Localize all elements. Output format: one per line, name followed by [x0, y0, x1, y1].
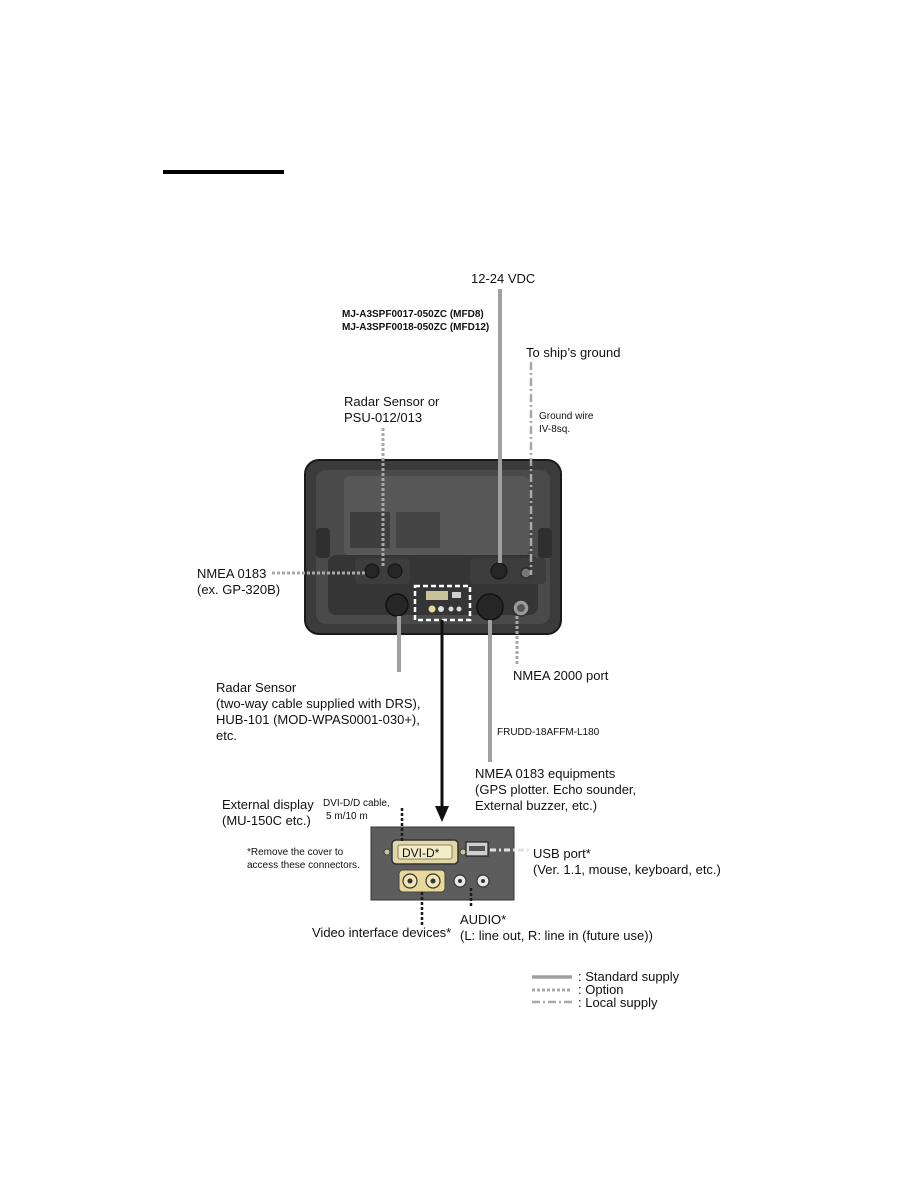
- label-dvi-cable-2: 5 m/10 m: [326, 811, 368, 822]
- label-nmea-equip-3: External buzzer, etc.): [475, 798, 598, 813]
- label-cover-note-2: access these connectors.: [247, 860, 360, 871]
- power-connector: [490, 562, 508, 580]
- detail-arrow-head: [435, 806, 449, 822]
- label-dvi-port: DVI-D*: [402, 846, 440, 860]
- nmea0183-connector-2: [387, 563, 403, 579]
- label-usb-1: USB port*: [533, 846, 591, 861]
- label-power-cable-2: MJ-A3SPF0018-050ZC (MFD12): [342, 322, 490, 333]
- label-nmea2000: NMEA 2000 port: [513, 668, 609, 683]
- label-ground-wire-2: IV-8sq.: [539, 424, 571, 435]
- label-audio-2: (L: line out, R: line in (future use)): [460, 928, 653, 943]
- label-nmea-equip-2: (GPS plotter. Echo sounder,: [475, 782, 637, 797]
- label-video: Video interface devices*: [312, 925, 452, 940]
- label-audio-1: AUDIO*: [460, 912, 507, 927]
- port-detail-panel: [370, 826, 515, 901]
- display-unit-rear: [304, 459, 562, 635]
- legend-local-supply: : Local supply: [578, 995, 658, 1010]
- label-nmea0183-1: NMEA 0183: [197, 566, 267, 581]
- radar-lan-connector: [385, 593, 409, 617]
- nmea-bundle-connector: [476, 593, 504, 621]
- legend-standard-supply: : Standard supply: [578, 969, 680, 984]
- label-radar-sensor-1: Radar Sensor: [216, 680, 297, 695]
- label-ground-wire-1: Ground wire: [539, 411, 594, 422]
- label-radar-sensor-3: HUB-101 (MOD-WPAS0001-030+),: [216, 712, 420, 727]
- nmea0183-connector-1: [364, 563, 380, 579]
- label-usb-2: (Ver. 1.1, mouse, keyboard, etc.): [533, 862, 721, 877]
- label-dvi-cable-1: DVI-D/D cable,: [323, 798, 390, 809]
- label-radar-psu-2: PSU-012/013: [344, 410, 423, 425]
- label-ext-display-2: (MU-150C etc.): [222, 813, 311, 828]
- label-power: 12-24 VDC: [471, 271, 536, 286]
- label-ext-display-1: External display: [222, 797, 314, 812]
- label-nmea0183-2: (ex. GP-320B): [197, 582, 281, 597]
- label-ship-ground: To ship’s ground: [526, 345, 621, 360]
- label-radar-sensor-2: (two-way cable supplied with DRS),: [216, 696, 421, 711]
- legend-option: : Option: [578, 982, 624, 997]
- ground-terminal: [520, 567, 532, 579]
- label-frudd: FRUDD-18AFFM-L180: [497, 727, 600, 738]
- label-nmea-equip-1: NMEA 0183 equipments: [475, 766, 616, 781]
- label-radar-sensor-4: etc.: [216, 728, 237, 743]
- label-cover-note-1: *Remove the cover to: [247, 847, 344, 858]
- label-radar-psu-1: Radar Sensor or: [344, 394, 440, 409]
- label-power-cable-1: MJ-A3SPF0017-050ZC (MFD8): [342, 309, 484, 320]
- section-heading-rule: [163, 170, 284, 174]
